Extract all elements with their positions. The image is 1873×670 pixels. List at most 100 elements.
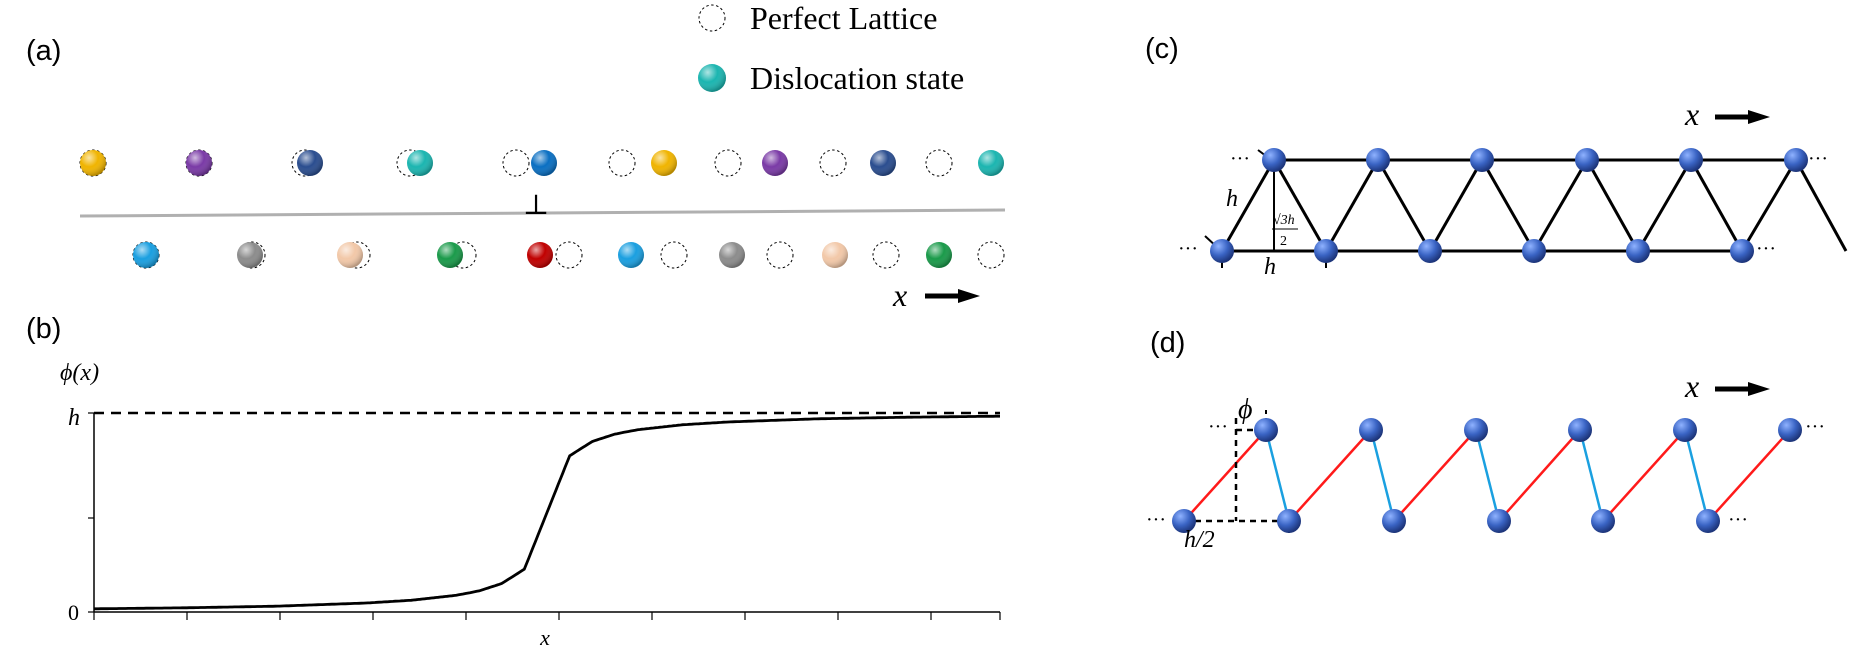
bond-diagonal (1272, 159, 1328, 252)
panel-d: (d) x ϕ h/2 ··· ··· ··· ··· (1146, 327, 1825, 553)
atom-d-bottom (1487, 509, 1511, 533)
dim-label-base-h: h (1264, 254, 1276, 280)
x-direction-arrow-c (1715, 110, 1770, 124)
dim-label-height-den: 2 (1280, 234, 1287, 249)
bond-blue (1578, 429, 1605, 522)
panel-b: (b) ϕ(x) h 0 x (26, 313, 1001, 650)
legend: Perfect Lattice Dislocation state (698, 0, 964, 96)
bond-diagonal (1480, 159, 1536, 252)
triangular-lattice (1204, 148, 1848, 268)
x-direction-arrow-a (925, 289, 980, 303)
atom-c-bottom (1522, 239, 1546, 263)
lattice-site-top (502, 149, 530, 177)
panel-a: (a) Perfect Lattice Dislocation state ⊥ … (26, 0, 1006, 313)
lattice-site-bottom (977, 241, 1005, 269)
atom-c-top (1679, 148, 1703, 172)
atom-c-bottom (1314, 239, 1338, 263)
legend-label-dislocation-state: Dislocation state (750, 60, 964, 96)
atom-d-top (1464, 418, 1488, 442)
bond-red (1288, 429, 1372, 522)
bond-red (1498, 429, 1581, 522)
atom-d-top (1359, 418, 1383, 442)
bond-blue (1264, 429, 1291, 522)
panel-c: (c) x h √3h 2 h ··· ··· ··· ··· (1145, 33, 1848, 280)
bond-red (1393, 429, 1477, 522)
panel-d-label: (d) (1150, 327, 1185, 359)
panel-c-label: (c) (1145, 33, 1179, 65)
bond-diagonal (1376, 159, 1432, 252)
atom-c-bottom (1418, 239, 1442, 263)
atom-d-bottom (1172, 509, 1196, 533)
dislocation-symbol: ⊥ (523, 190, 549, 221)
dim-label-height: √3h (1273, 213, 1295, 228)
lattice-site-top (925, 149, 953, 177)
bond-red (1602, 429, 1686, 522)
bond-blue (1683, 429, 1710, 522)
lattice-site-bottom (660, 241, 688, 269)
bond-diagonal (1324, 159, 1380, 252)
lattice-site-top (608, 149, 636, 177)
atom-c-top (1262, 148, 1286, 172)
lattice-site-bottom (766, 241, 794, 269)
dim-label-phi: ϕ (1238, 394, 1253, 425)
bond-diagonal (1428, 159, 1484, 252)
panel-a-label: (a) (26, 35, 61, 67)
ellipsis-d-bottom-right: ··· (1728, 509, 1748, 531)
ellipsis-c-top-right: ··· (1808, 148, 1828, 170)
ellipsis-c-bottom-right: ··· (1756, 238, 1776, 260)
atom-d-bottom (1277, 509, 1301, 533)
y-axis-label-b: ϕ(x) (60, 360, 99, 386)
atom-c-top (1575, 148, 1599, 172)
ellipsis-d-top-left: ··· (1208, 416, 1228, 438)
atom-c-bottom (1626, 239, 1650, 263)
bond-diagonal (1532, 159, 1589, 252)
atom-d-bottom (1696, 509, 1720, 533)
atom-d-top (1778, 418, 1802, 442)
atom-d-top (1254, 418, 1278, 442)
atom-d-top (1673, 418, 1697, 442)
ellipsis-c-top-left: ··· (1230, 148, 1250, 170)
zigzag-lattice (1172, 410, 1802, 537)
x-axis-label-b: x (539, 625, 550, 650)
y-tick-label-h: h (68, 405, 80, 431)
bond-diagonal (1794, 159, 1848, 252)
atom-d-bottom (1591, 509, 1615, 533)
panel-b-label: (b) (26, 313, 61, 345)
bond-diagonal (1740, 159, 1798, 252)
x-axis-label-d: x (1684, 368, 1699, 404)
legend-label-perfect-lattice: Perfect Lattice (750, 0, 937, 36)
bond-blue (1369, 429, 1396, 522)
atom-rows (79, 149, 1005, 269)
bond-diagonal (1585, 159, 1640, 252)
lattice-site-top (714, 149, 742, 177)
legend-open-circle-marker (698, 4, 726, 32)
bond-red (1183, 429, 1267, 522)
axis-ticks (88, 412, 1001, 620)
lattice-site-bottom (872, 241, 900, 269)
ellipsis-d-bottom-left: ··· (1146, 509, 1166, 531)
atom-c-bottom (1210, 239, 1234, 263)
x-direction-arrow-d (1715, 382, 1770, 396)
atom-c-top (1470, 148, 1494, 172)
dim-label-half-h: h/2 (1184, 527, 1215, 553)
bond-diagonal (1636, 159, 1693, 252)
phi-curve (94, 414, 1000, 611)
y-tick-label-0: 0 (68, 600, 79, 625)
atom-d-top (1568, 418, 1592, 442)
lattice-site-bottom (555, 241, 583, 269)
slip-plane-line (79, 208, 1006, 218)
atom-c-top (1366, 148, 1390, 172)
ellipsis-c-bottom-left: ··· (1178, 238, 1198, 260)
atom-c-top (1784, 148, 1808, 172)
x-axis-label-c: x (1684, 96, 1699, 132)
ellipsis-d-top-right: ··· (1805, 416, 1825, 438)
bond-red (1707, 429, 1791, 522)
atom-c-bottom (1730, 239, 1754, 263)
bond-diagonal (1689, 159, 1744, 252)
lattice-site-top (819, 149, 847, 177)
bond-blue (1474, 429, 1501, 522)
atom-d-bottom (1382, 509, 1406, 533)
bond-diagonal (1220, 159, 1276, 252)
x-axis-label-a: x (892, 277, 907, 313)
